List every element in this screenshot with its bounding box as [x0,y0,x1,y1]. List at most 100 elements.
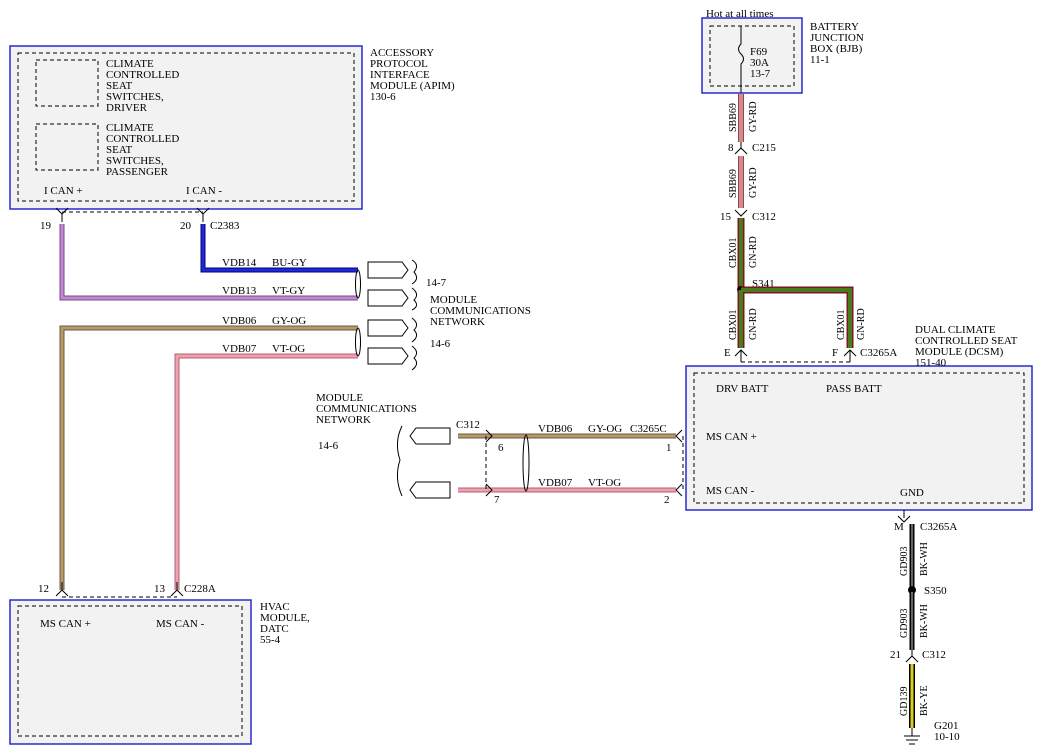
cbx01-a-color: GN-RD [748,236,759,268]
apim-passenger-line-3: SEAT [106,144,133,156]
vdb06-circuit: VDB06 [222,315,257,327]
hot-at-all-times-label: Hot at all times [706,8,774,20]
network-arrow-icon [367,319,409,337]
dcsm-inner-boundary [693,372,1025,504]
brace-icon [396,425,403,497]
apim-inner-boundary [17,52,355,202]
apim-sub-driver-box [35,59,99,107]
vdb13-circuit: VDB13 [222,285,257,297]
network-right-line-3: NETWORK [430,316,485,328]
brace-icon [411,287,418,311]
network-left-ref: 14-6 [318,440,339,452]
sbb69-b-circuit: SBB69 [728,169,739,198]
wire-vdb14 [201,224,358,272]
cbx01-c-color: GN-RD [856,308,867,340]
sbb69-a-circuit: SBB69 [728,103,739,132]
vdb14-circuit: VDB14 [222,257,257,269]
c312-pin-7: 7 [494,494,500,506]
pin-20-connector-icon [196,207,210,222]
dcsm-name-line-1: DUAL CLIMATE [915,324,996,336]
dcsm-ms-can-minus: MS CAN - [706,485,755,497]
c3265a-bottom-label: C3265A [920,521,957,533]
fuse-line-3: 13-7 [750,68,771,80]
dcsm-pin-1: 1 [666,442,672,454]
dcsm-ms-can-plus: MS CAN + [706,431,757,443]
network-arrow-icon [367,289,409,307]
network-arrow-icon [367,261,409,279]
pin-e-connector-icon [734,349,748,362]
vdb06-mid-color: GY-OG [588,423,622,435]
apim-passenger-line-5: PASSENGER [106,166,169,178]
c312-bottom-label: C312 [922,649,946,661]
cbx01-b-color: GN-RD [748,308,759,340]
c3265a-top-label: C3265A [860,347,897,359]
hvac-name-line-2: MODULE, [260,612,310,624]
dcsm-name-line-4: 151-40 [915,357,947,369]
apim-pin-label-ican-minus: I CAN - [186,185,222,197]
twisted-pair-icon [355,327,361,357]
c312-top-pin: 15 [720,211,732,223]
vdb07-mid-color: VT-OG [588,477,621,489]
apim-name-line-2: PROTOCOL [370,58,428,70]
apim-name-line-5: 130-6 [370,91,396,103]
g201-ref: 10-10 [934,731,960,743]
apim-driver-line-1: CLIMATE [106,58,154,70]
vdb07-circuit: VDB07 [222,343,257,355]
pin-12-connector-icon [55,582,69,597]
wire-vdb07 [175,354,358,590]
bjb-name-line-3: BOX (BJB) [810,43,863,55]
cbx01-c-circuit: CBX01 [836,309,847,340]
hvac-name-line-4: 55-4 [260,634,281,646]
ground-icon [904,728,920,745]
fuse-line-2: 30A [750,57,769,69]
dcsm-drv-batt: DRV BATT [716,383,769,395]
bjb-name-line-4: 11-1 [810,54,830,66]
g201-label: G201 [934,720,958,732]
apim-sub-passenger-box [35,123,99,171]
apim-name-line-4: MODULE (APIM) [370,80,455,92]
pin-7-connector-icon [485,483,493,497]
c215-connector-icon [734,142,748,155]
pin-2-connector-icon [675,483,683,497]
pin-1-connector-icon [675,429,683,443]
gd903-b-circuit: GD903 [899,609,910,638]
fuse-f69-icon [738,26,744,93]
wire-cbx01-bc [739,288,852,348]
apim-driver-line-3: SEAT [106,80,133,92]
vdb06-mid-circuit: VDB06 [538,423,573,435]
wire-vdb13-outline [59,224,358,301]
brace-icon [411,317,418,343]
network-right-ref-bottom: 14-6 [430,338,451,350]
vdb07-color: VT-OG [272,343,305,355]
wire-vdb06 [60,326,358,590]
dcsm-name-line-2: CONTROLLED SEAT [915,335,1018,347]
c312-bottom-connector-icon [905,650,919,663]
gd903-a-circuit: GD903 [899,547,910,576]
network-left-line-3: NETWORK [316,414,371,426]
s350-label: S350 [924,585,947,597]
twisted-pair-icon [355,269,361,299]
pin-m-connector-icon [897,510,911,523]
apim-passenger-line-2: CONTROLLED [106,133,179,145]
network-right-line-1: MODULE [430,294,477,306]
c228a-label: C228A [184,583,216,595]
dcsm-name-line-3: MODULE (DCSM) [915,346,1004,358]
network-right-line-2: COMMUNICATIONS [430,305,531,317]
vdb14-color: BU-GY [272,257,307,269]
apim-pin-20: 20 [180,220,192,232]
hvac-pin-12: 12 [38,583,49,595]
pin-13-connector-icon [170,582,184,597]
apim-driver-line-5: DRIVER [106,102,148,114]
pin-6-connector-icon [485,429,493,443]
pin-19-connector-icon [55,207,69,222]
apim-passenger-line-1: CLIMATE [106,122,154,134]
apim-driver-line-4: SWITCHES, [106,91,164,103]
hvac-name-line-1: HVAC [260,601,290,613]
cbx01-a-circuit: CBX01 [728,237,739,268]
apim-passenger-line-4: SWITCHES, [106,155,164,167]
network-arrow-icon [409,481,451,499]
dcsm-pass-batt: PASS BATT [826,383,882,395]
fuse-line-1: F69 [750,46,768,58]
twisted-pair-icon [522,434,530,492]
